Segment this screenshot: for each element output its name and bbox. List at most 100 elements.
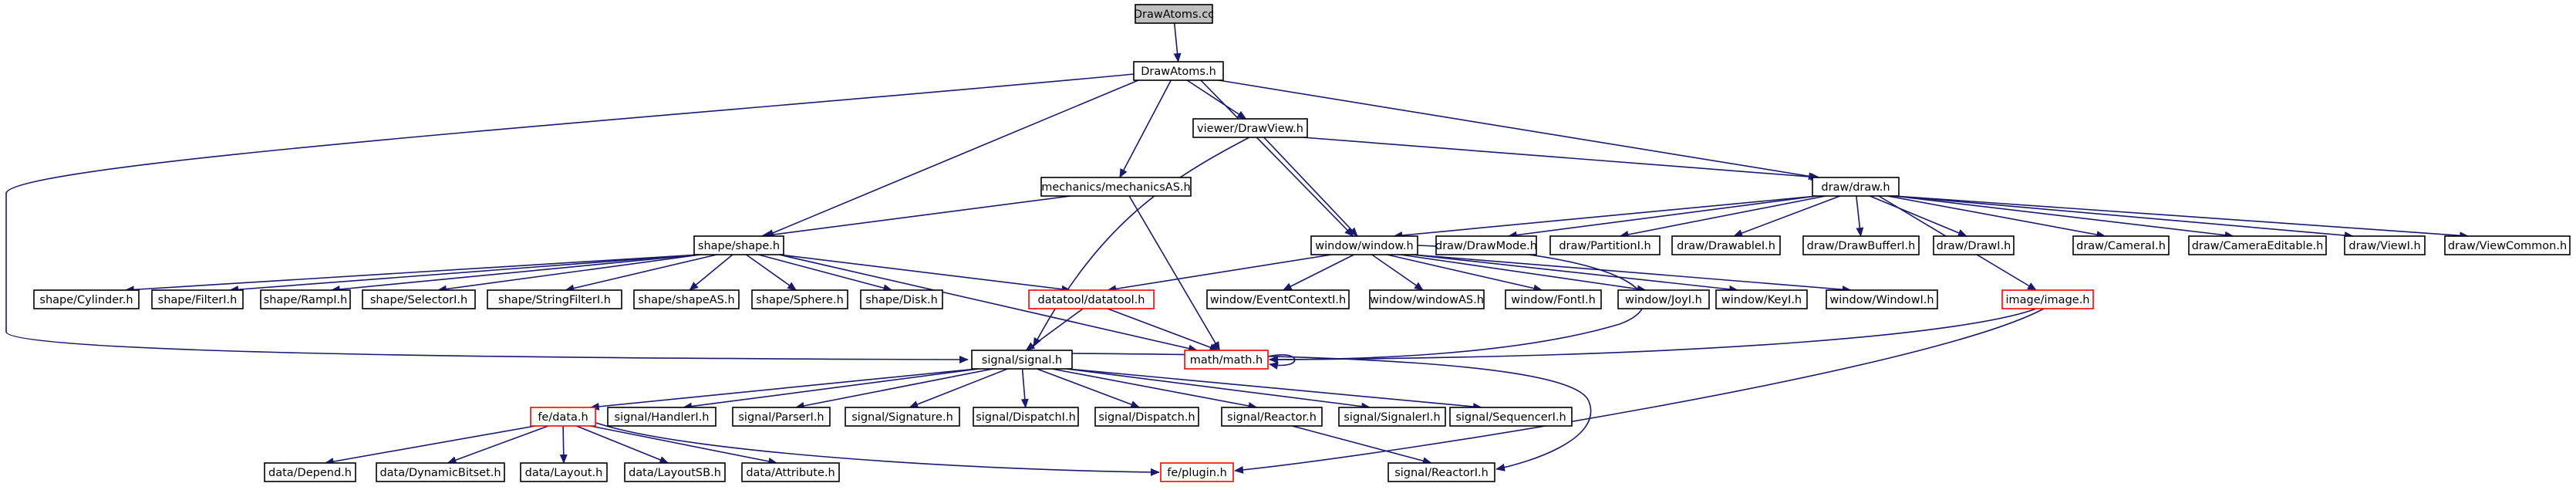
node-signal-signaleri[interactable]: signal/SignalerI.h: [1338, 407, 1446, 427]
node-label: draw/CameraI.h: [2076, 240, 2166, 252]
edge-draw_draw-to-draw_partitioni: [1619, 195, 1826, 238]
node-datatool[interactable]: datatool/datatool.h: [1028, 289, 1155, 309]
node-draw-partitioni[interactable]: draw/PartitionI.h: [1549, 235, 1661, 255]
node-shape-shape[interactable]: shape/shape.h: [693, 235, 784, 255]
node-draw-draw[interactable]: draw/draw.h: [1812, 177, 1900, 197]
node-draw-viewi[interactable]: draw/ViewI.h: [2344, 235, 2426, 255]
node-label: data/Layout.h: [525, 467, 603, 479]
node-box: [2001, 289, 2094, 309]
node-signal-dispatch[interactable]: signal/Dispatch.h: [1094, 407, 1199, 427]
edge-image_image-to-fe_plugin: [1234, 308, 2045, 474]
node-shape-cylinder[interactable]: shape/Cylinder.h: [33, 289, 140, 309]
node-box: [732, 407, 831, 427]
node-shape-rampi[interactable]: shape/RampI.h: [260, 289, 351, 309]
node-draw-viewcommon[interactable]: draw/ViewCommon.h: [2444, 235, 2571, 255]
node-label: signal/DispatchI.h: [976, 411, 1076, 424]
node-shape-sphere[interactable]: shape/Sphere.h: [751, 289, 848, 309]
node-data-dynamicbitset[interactable]: data/DynamicBitset.h: [376, 462, 505, 482]
node-draw-drawmode[interactable]: draw/DrawMode.h: [1435, 235, 1537, 255]
node-mechanics[interactable]: mechanics/mechanicsAS.h: [1040, 177, 1192, 197]
node-shape-selectori[interactable]: shape/SelectorI.h: [362, 289, 476, 309]
node-shape-filteri[interactable]: shape/FilterI.h: [151, 289, 244, 309]
node-box: [1826, 289, 1938, 309]
node-signal-reactor[interactable]: signal/Reactor.h: [1221, 407, 1323, 427]
node-data-attribute[interactable]: data/Attribute.h: [741, 462, 840, 482]
node-label: mechanics/mechanicsAS.h: [1041, 181, 1190, 194]
node-label: datatool/datatool.h: [1038, 294, 1145, 306]
edge-window_window-to-window_windowas: [1371, 254, 1424, 291]
edge-mechanics-to-shape_shape: [760, 195, 1071, 239]
node-box: [260, 289, 351, 309]
edge-signal_signal-to-signal_dispatchi: [1020, 368, 1029, 408]
node-signal-dispatchi[interactable]: signal/DispatchI.h: [973, 407, 1079, 427]
edge-mechanics-to-math_math: [1128, 195, 1221, 351]
node-window-eventcontexti[interactable]: window/EventContextI.h: [1206, 289, 1350, 309]
node-label: draw/ViewCommon.h: [2448, 240, 2567, 252]
node-signal-sequenceri[interactable]: signal/SequencerI.h: [1449, 407, 1573, 427]
edge-signal_signal-to-signal_parseri: [794, 368, 993, 410]
edge-layer: [5, 22, 2470, 476]
node-data-layout[interactable]: data/Layout.h: [520, 462, 608, 482]
node-window-fonti[interactable]: window/FontI.h: [1505, 289, 1602, 309]
node-window-joyi[interactable]: window/JoyI.h: [1617, 289, 1710, 309]
node-math-math[interactable]: math/math.h: [1184, 350, 1269, 370]
node-box: [1135, 4, 1213, 24]
edge-fe_data-to-fe_plugin: [595, 422, 1160, 476]
node-draw-drawbufferi[interactable]: draw/DrawBufferI.h: [1802, 235, 1920, 255]
node-fe-data[interactable]: fe/data.h: [530, 407, 596, 427]
edge-window_window-to-window_windowi: [1412, 254, 1852, 294]
node-box: [151, 289, 244, 309]
node-label: signal/ParserI.h: [738, 411, 824, 424]
edge-draw_draw-to-draw_drawmode: [1507, 195, 1818, 239]
node-label: signal/SignalerI.h: [1344, 411, 1440, 424]
node-data-layoutsb[interactable]: data/LayoutSB.h: [624, 462, 726, 482]
edge-drawatoms_h-to-viewer_drawview: [1186, 79, 1247, 120]
node-shape-disk[interactable]: shape/Disk.h: [860, 289, 943, 309]
edge-drawatoms_h-to-signal_signal: [5, 73, 1135, 363]
node-label: signal/signal.h: [982, 354, 1062, 367]
node-window-window[interactable]: window/window.h: [1310, 235, 1418, 255]
node-label: shape/Sphere.h: [756, 294, 844, 306]
edge-fe_data-to-data_attribute: [590, 425, 778, 465]
node-box: [1435, 235, 1537, 255]
node-box: [1160, 462, 1234, 482]
node-label: draw/DrawMode.h: [1435, 240, 1537, 252]
node-signal-signal[interactable]: signal/signal.h: [971, 350, 1073, 370]
node-draw-camerai[interactable]: draw/CameraI.h: [2072, 235, 2170, 255]
node-draw-drawablei[interactable]: draw/DrawableI.h: [1671, 235, 1781, 255]
node-label: fe/plugin.h: [1167, 467, 1227, 479]
edge-shape_shape-to-shape_disk: [758, 254, 893, 292]
node-shape-shapeas[interactable]: shape/shapeAS.h: [633, 289, 740, 309]
edge-shape_shape-to-datatool: [778, 254, 1071, 293]
node-image-image[interactable]: image/image.h: [2001, 289, 2094, 309]
node-signal-parseri[interactable]: signal/ParserI.h: [732, 407, 831, 427]
edge-signal_signal-to-signal_handleri: [683, 368, 979, 411]
node-box: [1338, 407, 1446, 427]
node-window-windowi[interactable]: window/WindowI.h: [1826, 289, 1938, 309]
node-label: signal/ReactorI.h: [1394, 467, 1489, 479]
node-fe-plugin[interactable]: fe/plugin.h: [1160, 462, 1234, 482]
node-box: [1094, 407, 1199, 427]
node-draw-drawi[interactable]: draw/DrawI.h: [1933, 235, 2015, 255]
node-drawatoms-cc[interactable]: DrawAtoms.cc: [1134, 4, 1214, 24]
node-signal-handleri[interactable]: signal/HandlerI.h: [607, 407, 716, 427]
node-draw-cameraeditable[interactable]: draw/CameraEditable.h: [2188, 235, 2327, 255]
node-window-windowas[interactable]: window/windowAS.h: [1369, 289, 1485, 309]
node-box: [1802, 235, 1920, 255]
edge-window_window-to-window_keyi: [1411, 254, 1739, 293]
node-viewer-drawview[interactable]: viewer/DrawView.h: [1192, 118, 1308, 138]
node-shape-stringfilteri[interactable]: shape/StringFilterI.h: [487, 289, 622, 309]
node-label: shape/Disk.h: [865, 294, 938, 306]
edge-window_window-to-math_math: [1269, 245, 1645, 363]
node-signal-signature[interactable]: signal/Signature.h: [845, 407, 960, 427]
node-box: [860, 289, 943, 309]
node-signal-reactori[interactable]: signal/ReactorI.h: [1387, 462, 1495, 482]
node-drawatoms-h[interactable]: DrawAtoms.h: [1133, 61, 1224, 81]
edge-image_image-to-math_math: [1269, 308, 2037, 363]
edge-draw_draw-to-draw_viewi: [1893, 195, 2354, 240]
node-data-depend[interactable]: data/Depend.h: [264, 462, 356, 482]
edge-viewer_drawview-to-window_window: [1263, 137, 1358, 237]
node-window-keyi[interactable]: window/KeyI.h: [1715, 289, 1808, 309]
